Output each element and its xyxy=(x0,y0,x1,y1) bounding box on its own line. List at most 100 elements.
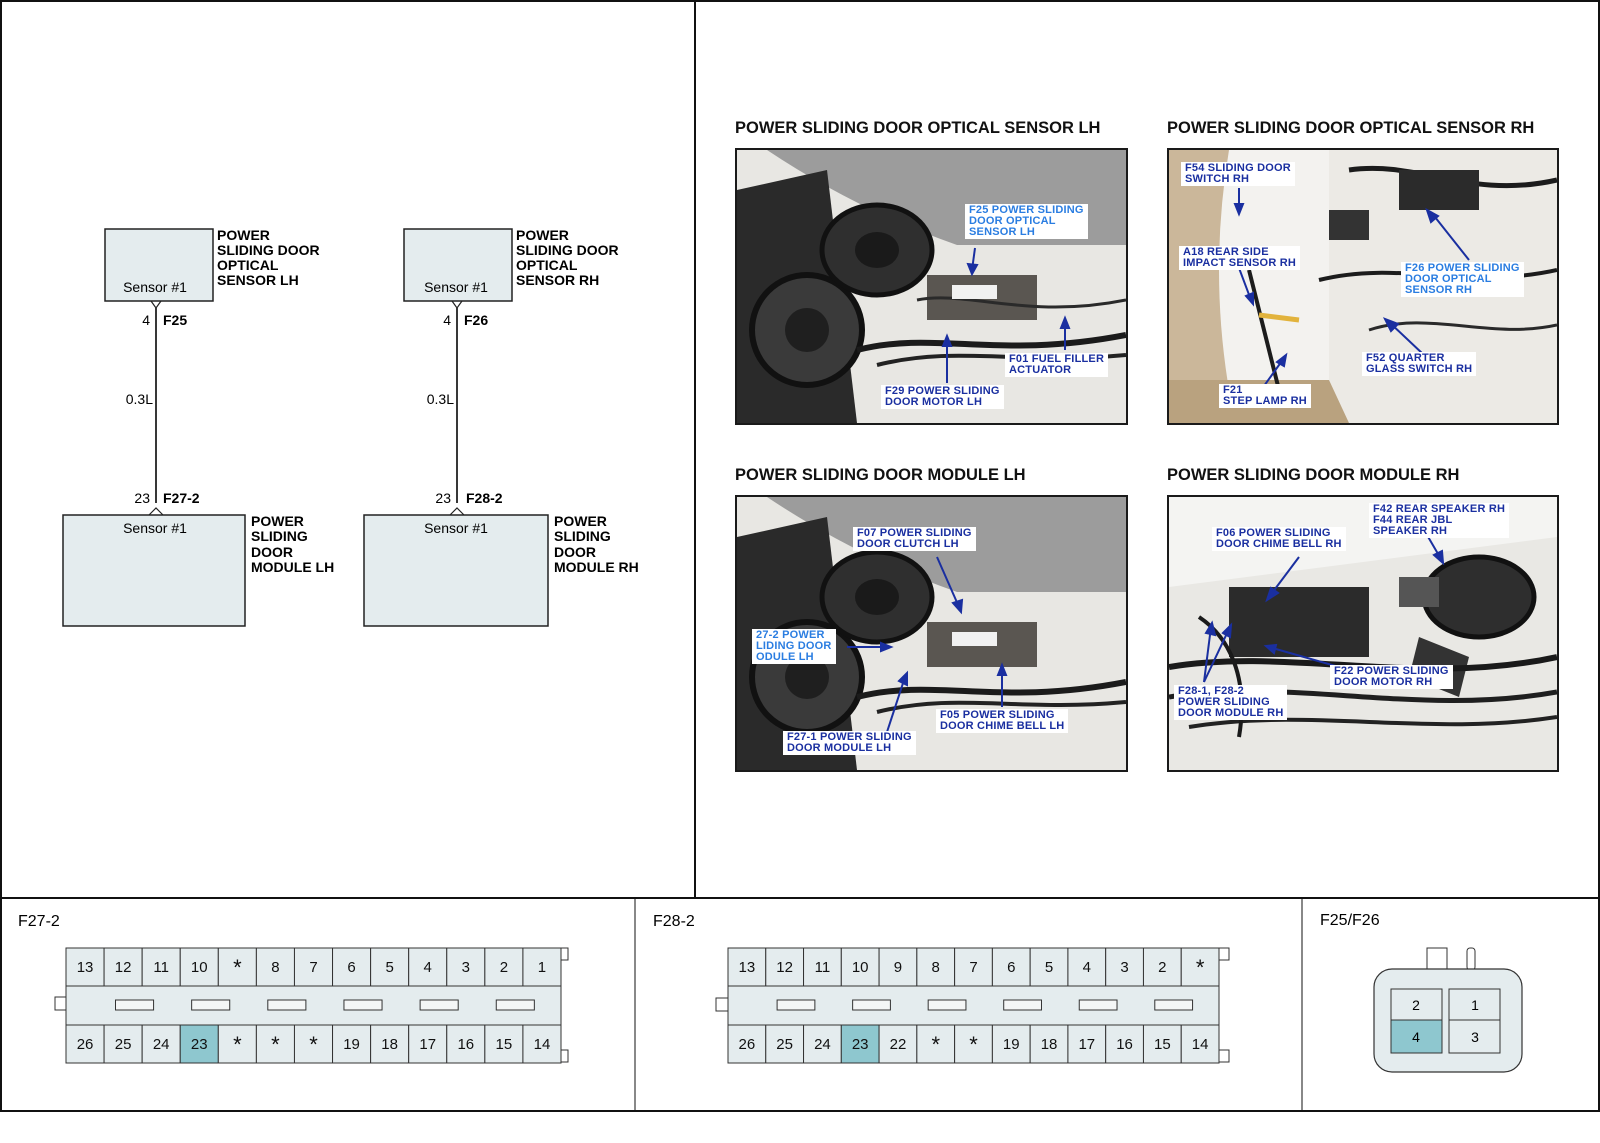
connector-f28-2-pin-bottom_row-9: 17 xyxy=(1078,1036,1095,1053)
connector-f28-2-cell-bottom_row-12 xyxy=(1180,1024,1220,1064)
connector-f28-2-pin-top_row-5: 8 xyxy=(932,959,940,976)
connector-f28-2-cell-top_row-6 xyxy=(954,947,993,987)
photo-optical-lh[interactable]: F25 POWER SLIDING DOOR OPTICAL SENSOR LH… xyxy=(735,148,1128,425)
connector-f27-2-pin-bottom_row-11: 15 xyxy=(496,1036,513,1053)
connector-f28-2-cell-top_row-5 xyxy=(916,947,956,987)
module-lh-box-label: Sensor #1 xyxy=(123,520,187,536)
optical-sensor-rh-name-4: SENSOR RH xyxy=(516,272,599,288)
connector-f27-2-pin-bottom_row-8: 18 xyxy=(381,1036,398,1053)
sensor-lh-pin-marker xyxy=(150,300,162,310)
connector-f28-2-pin-top_row-2: 11 xyxy=(815,959,831,976)
callout-f52-quarter-glass-switch-rh: F52 QUARTER GLASS SWITCH RH xyxy=(1362,352,1477,376)
optical-sensor-rh-name-3: OPTICAL xyxy=(516,257,578,273)
connector-f27-2-pin-top_row-6: 7 xyxy=(309,959,317,976)
connector-f27-2-pin-top_row-2: 11 xyxy=(153,959,169,976)
callout-f29-power-sliding-door-motor-lh: F29 POWER SLIDING DOOR MOTOR LH xyxy=(881,385,1004,409)
connector-f27-2-cell-bottom_row-10 xyxy=(446,1024,486,1064)
connector-f28-2-pin-bottom_row-12: 14 xyxy=(1192,1036,1209,1053)
connector-f28-2-pin-top_row-6: 7 xyxy=(969,959,977,976)
module-rh-box[interactable] xyxy=(363,514,549,627)
connector-f28-2-pin-top_row-0: 13 xyxy=(739,959,756,976)
connector-f28-2-cell-bottom_row-3[interactable] xyxy=(840,1024,880,1064)
callout-f27-1-power-sliding-door-module-lh: F27-1 POWER SLIDING DOOR MODULE LH xyxy=(783,731,916,755)
callout-f42-f44-rear-speaker-rh: F42 REAR SPEAKER RH F44 REAR JBL SPEAKER… xyxy=(1369,503,1510,538)
connector-f27-2-slot-4 xyxy=(419,999,459,1011)
connector-f27-2-pin-bottom_row-9: 17 xyxy=(419,1036,436,1053)
connector-f27-2-cell-bottom_row-7 xyxy=(332,1024,372,1064)
connector-f28-2-cell-top_row-2 xyxy=(803,947,842,987)
connector-f27-2-pin-bottom_row-6: * xyxy=(309,1032,318,1057)
photo-module-rh-title: POWER SLIDING DOOR MODULE RH xyxy=(1167,466,1460,484)
connector-f27-2-title: F27-2 xyxy=(18,913,60,930)
connector-f27-2-cell-top_row-10 xyxy=(446,947,486,987)
connector-f27-2-pin-top_row-0: 13 xyxy=(77,959,94,976)
module-rh-box-label: Sensor #1 xyxy=(424,520,488,536)
callout-f22-power-sliding-door-motor-rh: F22 POWER SLIDING DOOR MOTOR RH xyxy=(1330,665,1453,689)
callout-a18-rear-side-impact-sensor-rh: A18 REAR SIDE IMPACT SENSOR RH xyxy=(1179,246,1301,270)
connector-f27-2-cell-top_row-3 xyxy=(179,947,219,987)
connector-f25-f26-cell-3 xyxy=(1448,1019,1501,1054)
connector-f27-2-cell-top_row-8 xyxy=(370,947,410,987)
connector-f25-f26: F25/F26 2 1 4 3 xyxy=(1320,912,1523,1073)
connector-f27-2-pin-bottom_row-10: 16 xyxy=(457,1036,474,1053)
connector-f27-2-pin-bottom_row-2: 24 xyxy=(153,1036,170,1053)
callout-f01-fuel-filler-actuator: F01 FUEL FILLER ACTUATOR xyxy=(1005,353,1109,377)
connector-f25-f26-cell-4[interactable] xyxy=(1390,1019,1443,1054)
connector-f28-2-cell-bottom_row-7 xyxy=(991,1024,1031,1064)
connector-f27-2-pin-top_row-11: 2 xyxy=(500,959,508,976)
connector-f27-2-pin-top_row-4: * xyxy=(233,955,242,980)
connector-f27-2-pin-top_row-9: 4 xyxy=(424,959,432,976)
connector-f27-2-slot-3 xyxy=(343,999,383,1011)
module-lh-box[interactable] xyxy=(62,514,246,627)
connector-f28-2-pin-bottom_row-4: 22 xyxy=(890,1036,907,1053)
connector-f27-2-pin-bottom_row-4: * xyxy=(233,1032,242,1057)
connector-f28-2-pin-bottom_row-1: 25 xyxy=(776,1036,793,1053)
optical-sensor-lh-name-4: SENSOR LH xyxy=(217,272,299,288)
module-rh-pin-number: 23 xyxy=(435,490,451,506)
photo-optical-rh-image xyxy=(1169,150,1557,423)
connector-f25-f26-cell-1 xyxy=(1448,988,1501,1023)
sensor-lh-pin-number: 4 xyxy=(142,312,150,328)
connector-f27-2-pin-top_row-5: 8 xyxy=(271,959,279,976)
wire-lh-spec: 0.3L xyxy=(126,391,153,407)
photo-optical-lh-image xyxy=(737,150,1126,423)
photo-optical-rh[interactable]: F54 SLIDING DOOR SWITCH RH A18 REAR SIDE… xyxy=(1167,148,1559,425)
connector-f27-2-pin-top_row-3: 10 xyxy=(191,959,208,976)
connector-f28-2-slot-2 xyxy=(927,999,967,1011)
photo-module-lh-title: POWER SLIDING DOOR MODULE LH xyxy=(735,466,1026,484)
connector-f27-2-cell-top_row-9 xyxy=(408,947,448,987)
circuit-lh: Sensor #1 POWER SLIDING DOOR OPTICAL SEN… xyxy=(62,227,334,627)
connector-f27-2-pin-bottom_row-1: 25 xyxy=(115,1036,132,1053)
connector-f28-2-pin-top_row-10: 3 xyxy=(1120,959,1128,976)
connector-f27-2-cell-top_row-1 xyxy=(103,947,143,987)
photo-module-rh[interactable]: F42 REAR SPEAKER RH F44 REAR JBL SPEAKER… xyxy=(1167,495,1559,772)
connector-f27-2-cell-top_row-5 xyxy=(255,947,295,987)
connector-f27-2-tab-left xyxy=(54,996,67,1011)
module-lh-pin-marker xyxy=(148,507,164,516)
connector-f27-2-pin-bottom_row-5: * xyxy=(271,1032,280,1057)
module-rh-name-1: POWER xyxy=(554,513,607,529)
connector-f28-2-pin-bottom_row-8: 18 xyxy=(1041,1036,1058,1053)
connector-f28-2-pin-bottom_row-0: 26 xyxy=(739,1036,756,1053)
callout-f05-power-sliding-door-chime-bell-lh: F05 POWER SLIDING DOOR CHIME BELL LH xyxy=(936,709,1069,733)
connector-f27-2-slot-1 xyxy=(191,999,231,1011)
connector-f25-f26-pin-4: 4 xyxy=(1412,1029,1420,1045)
optical-sensor-rh-box[interactable] xyxy=(403,228,513,302)
callout-f06-power-sliding-door-chime-bell-rh: F06 POWER SLIDING DOOR CHIME BELL RH xyxy=(1212,527,1346,551)
optical-sensor-lh-box[interactable] xyxy=(104,228,214,302)
photo-optical-rh-title: POWER SLIDING DOOR OPTICAL SENSOR RH xyxy=(1167,119,1535,137)
photo-optical-lh-title: POWER SLIDING DOOR OPTICAL SENSOR LH xyxy=(735,119,1101,137)
callout-f25-optical-sensor-lh: F25 POWER SLIDING DOOR OPTICAL SENSOR LH xyxy=(965,204,1088,239)
connector-f28-2-cell-top_row-7 xyxy=(991,947,1031,987)
connector-f28-2-cell-top_row-0 xyxy=(727,947,767,987)
optical-sensor-rh-name-2: SLIDING DOOR xyxy=(516,242,619,258)
connector-f27-2-cell-bottom_row-12 xyxy=(522,1024,562,1064)
connector-f28-2-pin-top_row-3: 10 xyxy=(852,959,869,976)
connector-f28-2-cell-top_row-12 xyxy=(1180,947,1220,987)
module-lh-connector-id: F27-2 xyxy=(163,490,200,506)
connector-f28-2-tab-left xyxy=(715,997,729,1012)
photo-module-lh[interactable]: F07 POWER SLIDING DOOR CLUTCH LH 27-2 PO… xyxy=(735,495,1128,772)
connector-f27-2-cell-bottom_row-2 xyxy=(141,1024,181,1064)
connector-f28-2-cell-top_row-11 xyxy=(1142,947,1182,987)
